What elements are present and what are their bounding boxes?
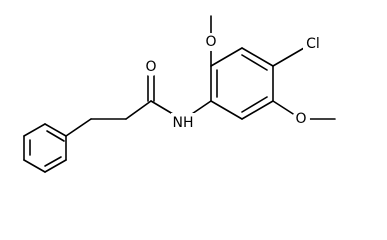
bond-phenyl-6 <box>23 123 46 137</box>
carbonyl-oxygen-mask <box>142 58 160 76</box>
bond-lines <box>23 15 336 173</box>
bond-ring-ch2 <box>65 118 92 137</box>
bond-phenyl-3-inner <box>44 156 62 167</box>
chlorine-label: Cl <box>306 36 320 52</box>
molecule-structure: O O Cl NH O <box>23 15 336 173</box>
bond-ring2-5 <box>241 100 274 120</box>
bond-ring2-5-inner <box>241 96 268 113</box>
bond-ring2-3 <box>241 47 274 67</box>
oxygen-right-label: O <box>295 111 306 127</box>
bond-ring2-3-inner <box>241 54 268 71</box>
oxygen-top-mask <box>202 33 220 51</box>
bond-phenyl-1 <box>44 123 67 137</box>
bond-phenyl-3 <box>44 159 67 173</box>
bond-ring2-6 <box>210 100 243 120</box>
bond-ring-chlorine <box>272 47 305 67</box>
atom-labels: O O Cl NH O <box>142 33 323 131</box>
oxygen-right-mask <box>292 110 310 128</box>
bond-ch2-carbonyl <box>125 100 152 120</box>
bond-phenyl-4 <box>23 159 46 173</box>
nitrogen-label: NH <box>173 115 194 131</box>
bond-ring2-2 <box>210 47 243 67</box>
oxygen-top-label: O <box>205 34 216 50</box>
carbonyl-oxygen-label: O <box>145 59 156 75</box>
chlorine-mask <box>303 35 323 53</box>
bond-phenyl-1-inner <box>46 130 65 142</box>
nitrogen-mask <box>171 113 195 131</box>
